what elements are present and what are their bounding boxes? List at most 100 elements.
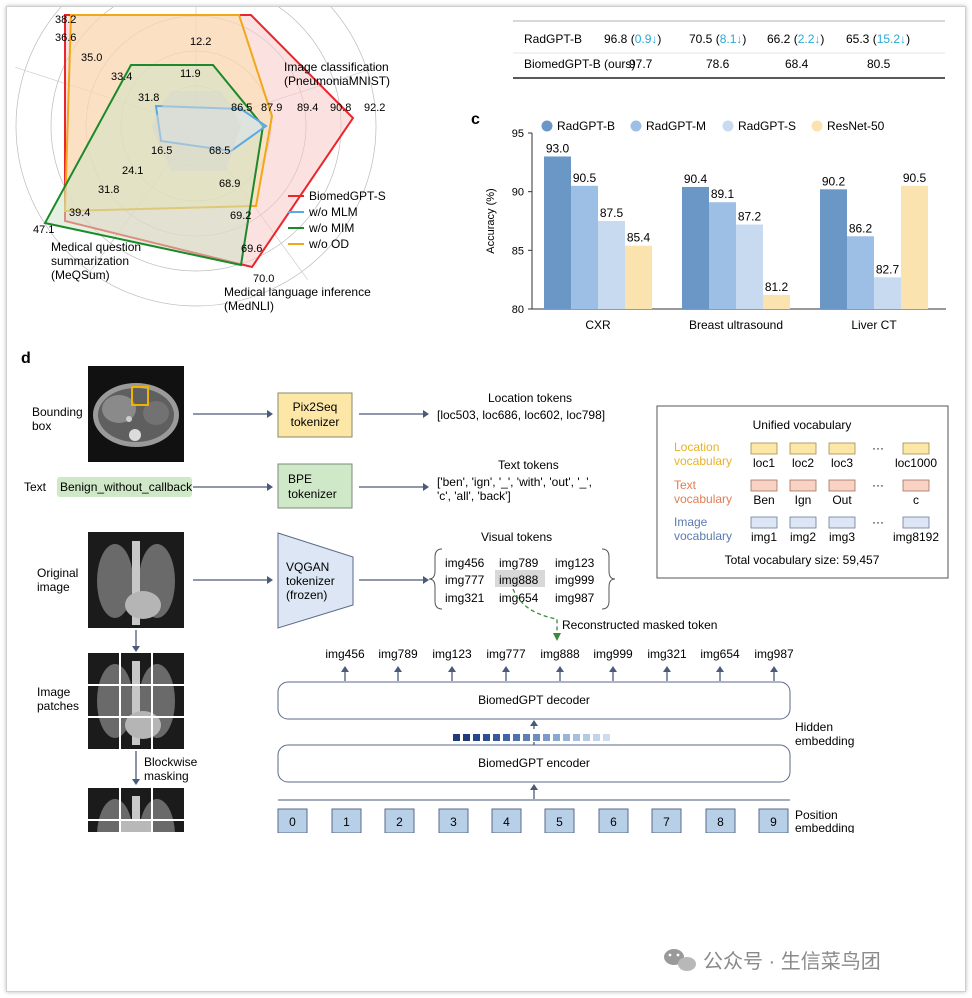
table-row: BiomedGPT-B (ours) 97.7 78.6 68.4 80.5 [524,57,891,71]
input-label: Image [37,685,71,699]
table-cell: 96.8 (0.9↓) [604,32,661,46]
unified-vocabulary-panel: Unified vocabulary Location vocabulary l… [656,405,949,579]
results-table: RadGPT-B 96.8 (0.9↓) 70.5 (8.1↓) 66.2 (2… [513,20,945,79]
decoder-token: img888 [540,647,580,661]
radar-tick: 87.9 [261,102,282,114]
vocab-row-label: vocabulary [674,529,732,543]
visual-token: img999 [555,573,595,587]
radar-tick: 11.9 [180,68,201,80]
wechat-icon [664,949,696,971]
encoder-label: BiomedGPT encoder [478,756,590,770]
input-label: Text [24,480,47,494]
vocab-ellipsis: ··· [872,441,884,455]
hidden-embedding-cell [583,734,590,741]
radar-tick: 24.1 [122,165,143,177]
hidden-embedding-cell [513,734,520,741]
bar-value-label: 90.5 [903,171,927,185]
y-tick-label: 90 [512,187,524,199]
vocab-title: Unified vocabulary [753,418,852,432]
category-label: Breast ultrasound [689,318,783,332]
hidden-embedding-label: embedding [795,734,854,748]
radar-axis-label: Medical question [51,240,141,254]
input-label: Original [37,566,78,580]
bar-value-label: 89.1 [711,187,735,201]
radar-axis-label: summarization [51,254,129,268]
legend-label: w/o MIM [308,221,354,235]
decoder-arrow-head [609,666,617,672]
radar-tick: 39.4 [69,207,90,219]
hidden-embedding-cell [503,734,510,741]
encoder-block [277,744,791,783]
hidden-embedding-cell [473,734,480,741]
radar-chart: 38.2 36.6 35.0 33.4 31.8 12.2 11.9 86.5 … [15,7,390,313]
legend-marker [722,120,734,132]
figure-frame: 38.2 36.6 35.0 33.4 31.8 12.2 11.9 86.5 … [6,6,966,992]
vocab-row-label: Text [674,478,697,492]
visual-token: img987 [555,591,595,605]
vocab-row-label: vocabulary [674,454,732,468]
visual-token-grid: img456 img789 img123 img777 img888 img99… [428,548,616,610]
radar-axis-label: (MeQSum) [51,268,110,282]
bar [544,156,571,309]
visual-token: img777 [445,573,485,587]
table-cell: 80.5 [867,57,891,71]
bar [625,245,652,309]
y-tick-label: 85 [512,245,524,257]
decoder-arrow-head [556,666,564,672]
table-row-name: RadGPT-B [524,32,582,46]
decoder-token: img789 [378,647,418,661]
figure-canvas: 38.2 36.6 35.0 33.4 31.8 12.2 11.9 86.5 … [7,7,965,991]
location-tokens: [loc503, loc686, loc602, loc798] [437,408,605,422]
output-title: Location tokens [488,391,572,405]
decoder-arrow-head [448,666,456,672]
hidden-embedding-cell [593,734,600,741]
input-label: masking [144,769,189,783]
radar-legend: BiomedGPT-S w/o MLM w/o MIM w/o OD [288,189,386,251]
input-label: box [32,419,51,433]
vocab-item: img2 [790,530,816,544]
y-tick-label: 80 [512,304,524,316]
bar-value-label: 87.2 [738,210,762,224]
decoder-token: img777 [486,647,526,661]
bar-value-label: 85.4 [627,231,651,245]
position-label: 2 [396,815,403,829]
radar-center [151,91,241,171]
legend-label: w/o OD [308,237,349,251]
position-embedding-label: embedding [795,821,854,835]
chest-xray-image [88,532,184,628]
radar-tick: 69.2 [230,210,251,222]
visual-token: img321 [445,591,485,605]
position-box [758,808,789,834]
radar-tick: 69.6 [241,243,262,255]
visual-token: img888 [499,573,539,587]
legend-label: RadGPT-B [557,119,615,133]
decoder-arrow-head [394,666,402,672]
radar-tick: 35.0 [81,52,102,64]
visual-token: img123 [555,556,595,570]
position-box [598,808,629,834]
image-patches [88,653,184,749]
table-cell: 68.4 [785,57,809,71]
bar-value-label: 82.7 [876,262,900,276]
tokenizer-label: Pix2Seq [293,400,338,414]
table-cell: 66.2 (2.2↓) [767,32,824,46]
vocab-item: Out [832,493,852,507]
watermark-text: 公众号 · 生信菜鸟团 [703,950,881,973]
decoder-token: img456 [325,647,365,661]
position-box [491,808,522,834]
tokenizer-label: tokenizer [286,574,335,588]
y-tick-label: 95 [512,128,524,140]
decoder-block [277,681,791,720]
hidden-embedding-cell [533,734,540,741]
hidden-embedding-cell [483,734,490,741]
position-label: 8 [717,815,724,829]
input-label: patches [37,699,79,713]
vocab-total: Total vocabulary size: 59,457 [725,553,880,567]
bar-value-label: 93.0 [546,141,570,155]
decoder-arrow-head [341,666,349,672]
radar-axis-label: Medical language inference [224,285,371,299]
radar-axis-label: (PneumoniaMNIST) [284,74,390,88]
radar-grid-circle [15,7,377,307]
